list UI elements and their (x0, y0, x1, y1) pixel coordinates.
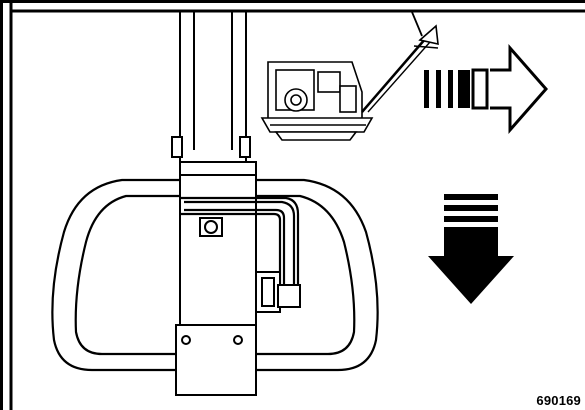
handle-shaft (171, 11, 251, 162)
lever-pivot (199, 217, 223, 237)
figure-number: 690169 (536, 393, 581, 408)
lever-bracket (255, 271, 301, 313)
arrow-right-icon (424, 44, 548, 134)
base-plate (175, 324, 257, 396)
plate-compactor-illustration (260, 11, 439, 141)
guide-handle-bow (51, 178, 379, 372)
arrow-down-icon (428, 194, 514, 304)
